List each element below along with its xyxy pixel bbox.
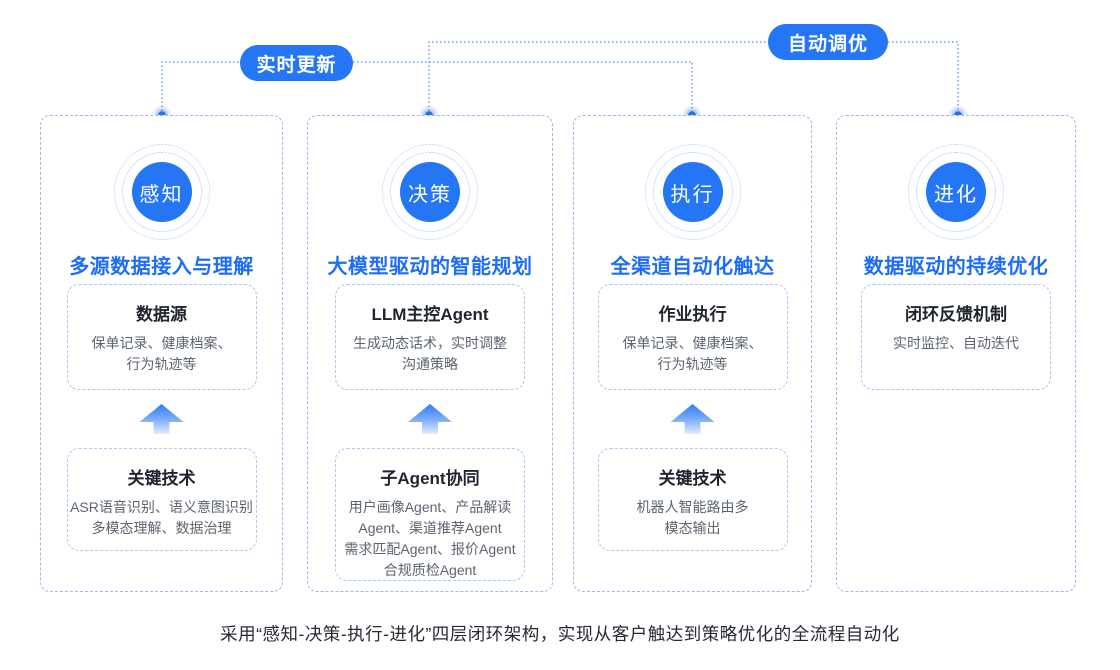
stage-ring: 决策 <box>382 144 478 240</box>
stage-label: 进化 <box>934 183 978 206</box>
card-description: ASR语音识别、语义意图识别 多模态理解、数据治理 <box>70 499 253 536</box>
stage-circle-evolution: 进化 <box>926 162 986 222</box>
card-title: 关键技术 <box>658 469 727 488</box>
card-title: 作业执行 <box>658 305 727 324</box>
stage-ring: 感知 <box>113 144 210 240</box>
llm-master-agent-card: LLM主控Agent 生成动态话术，实时调整 沟通策略 <box>335 284 525 390</box>
stage-label: 感知 <box>139 183 184 206</box>
key-technology-card: 关键技术 机器人智能路由多 模态输出 <box>597 448 788 551</box>
feedback-loop-card: 闭环反馈机制 实时监控、自动迭代 <box>861 284 1051 390</box>
stage-subtitle: 数据驱动的持续优化 <box>863 256 1049 278</box>
stage-circle-decision: 决策 <box>400 162 460 222</box>
stage-subtitle: 大模型驱动的智能规划 <box>327 256 533 278</box>
card-description: 机器人智能路由多 模态输出 <box>636 499 749 536</box>
card-title: 闭环反馈机制 <box>905 305 1007 324</box>
card-title: LLM主控Agent <box>371 305 489 324</box>
stage-column-execution: 执行 全渠道自动化触达 作业执行 保单记录、健康档案、 行为轨迹等 关键技术 机… <box>573 115 812 592</box>
stage-circle-execution: 执行 <box>662 162 723 222</box>
data-source-card: 数据源 保单记录、健康档案、 行为轨迹等 <box>66 284 257 390</box>
stage-column-perception: 感知 多源数据接入与理解 数据源 保单记录、健康档案、 行为轨迹等 关键技术 A… <box>40 115 283 592</box>
card-description: 实时监控、自动迭代 <box>893 335 1019 351</box>
diagram-caption: 采用“感知-决策-执行-进化”四层闭环架构，实现从客户触达到策略优化的全流程自动… <box>220 624 900 644</box>
stage-column-decision: 决策 大模型驱动的智能规划 LLM主控Agent 生成动态话术，实时调整 沟通策… <box>307 115 553 592</box>
card-title: 数据源 <box>136 305 187 324</box>
job-execution-card: 作业执行 保单记录、健康档案、 行为轨迹等 <box>597 284 788 390</box>
stage-circle-perception: 感知 <box>131 162 192 222</box>
stage-label: 决策 <box>408 183 452 206</box>
up-arrow-icon <box>139 404 184 434</box>
up-arrow-icon <box>408 404 452 434</box>
card-description: 保单记录、健康档案、 行为轨迹等 <box>91 335 232 372</box>
card-description: 生成动态话术，实时调整 沟通策略 <box>353 335 507 372</box>
stage-subtitle: 多源数据接入与理解 <box>69 256 254 278</box>
badge-realtime-update: 实时更新 <box>240 45 353 81</box>
stage-subtitle: 全渠道自动化触达 <box>610 256 775 278</box>
stage-ring: 执行 <box>644 144 741 240</box>
card-description: 保单记录、健康档案、 行为轨迹等 <box>622 335 763 372</box>
card-title: 关键技术 <box>127 469 196 488</box>
key-technology-card: 关键技术 ASR语音识别、语义意图识别 多模态理解、数据治理 <box>66 448 257 551</box>
stage-label: 执行 <box>670 183 715 206</box>
stage-column-evolution: 进化 数据驱动的持续优化 闭环反馈机制 实时监控、自动迭代 <box>836 115 1076 592</box>
badge-auto-tuning: 自动调优 <box>768 24 888 60</box>
up-arrow-icon <box>670 404 715 434</box>
stage-ring: 进化 <box>908 144 1004 240</box>
sub-agent-card: 子Agent协同 用户画像Agent、产品解读 Agent、渠道推荐Agent … <box>335 448 525 581</box>
card-description: 用户画像Agent、产品解读 Agent、渠道推荐Agent 需求匹配Agent… <box>344 499 516 578</box>
card-title: 子Agent协同 <box>380 469 480 488</box>
